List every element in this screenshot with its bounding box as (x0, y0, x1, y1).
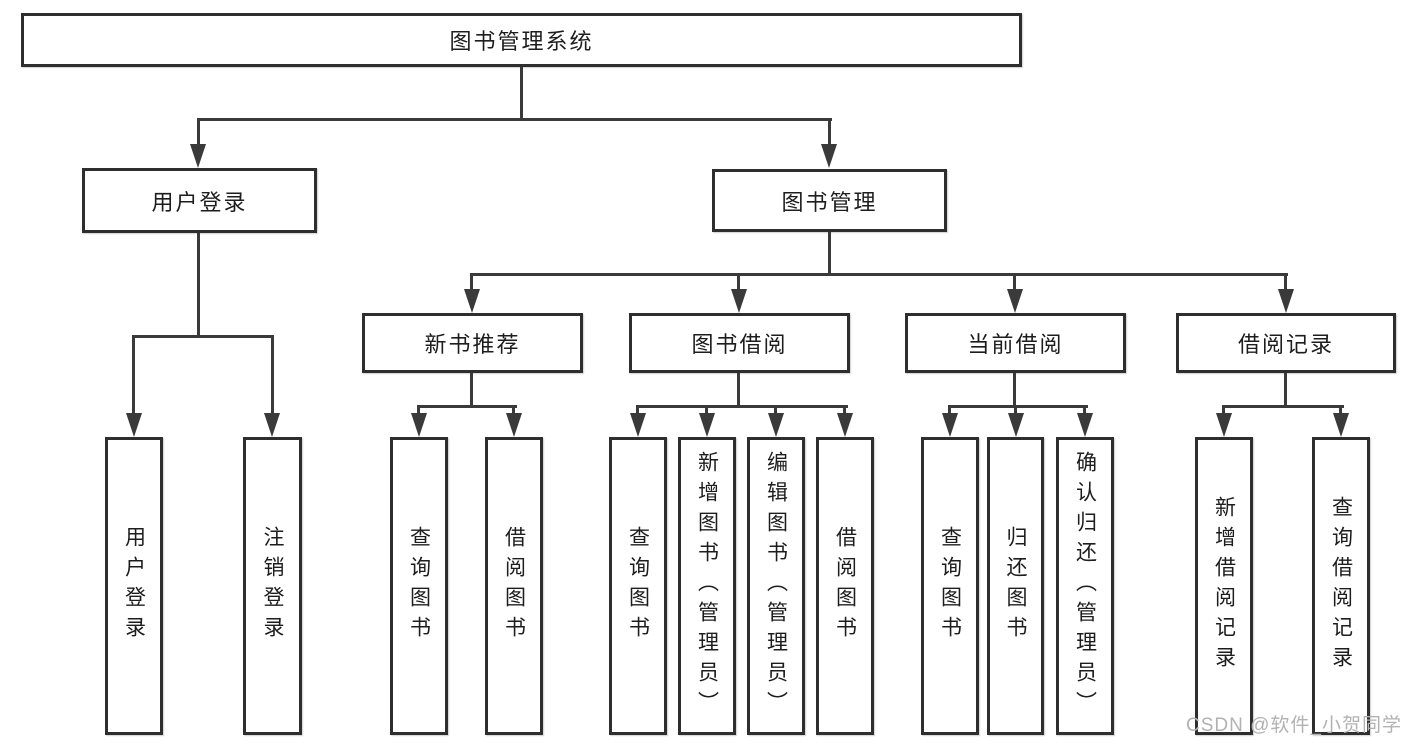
leaf-label: 查询借阅记录 (1329, 496, 1353, 676)
arrow-down-icon (1007, 289, 1023, 313)
arrow-down-icon (1077, 413, 1093, 437)
arrow-down-icon (942, 413, 958, 437)
connector-line (636, 405, 639, 416)
leaf-label: 查询图书 (407, 526, 431, 646)
node-book-borrow: 图书借阅 (629, 313, 850, 373)
node-user-login: 用户登录 (82, 168, 317, 233)
connector-line (417, 405, 420, 416)
arrow-down-icon (411, 413, 427, 437)
arrow-down-icon (837, 413, 853, 437)
arrow-down-icon (768, 413, 784, 437)
connector-line (132, 335, 135, 417)
connector-line (197, 118, 200, 146)
leaf-logout: 注销登录 (243, 437, 302, 735)
connector-line (1013, 373, 1016, 407)
connector-line (636, 405, 848, 408)
arrow-down-icon (190, 144, 206, 168)
connector-line (1013, 273, 1016, 292)
connector-line (470, 373, 473, 407)
leaf-label: 新增图书（管理员） (695, 451, 719, 721)
leaf-return-book: 归还图书 (987, 437, 1044, 735)
connector-line (1222, 405, 1344, 408)
connector-line (132, 335, 274, 338)
leaf-label: 借阅图书 (833, 526, 857, 646)
arrow-down-icon (1008, 413, 1024, 437)
connector-line (705, 405, 708, 416)
node-current-borrow: 当前借阅 (905, 313, 1126, 373)
node-system-root: 图书管理系统 (21, 13, 1022, 67)
leaf-label: 编辑图书（管理员） (764, 451, 788, 721)
connector-line (828, 118, 831, 146)
arrow-down-icon (1216, 413, 1232, 437)
leaf-borrow-books-borrow: 借阅图书 (816, 437, 874, 735)
leaf-add-book-admin: 新增图书（管理员） (678, 437, 736, 735)
arrow-down-icon (1278, 289, 1294, 313)
arrow-down-icon (699, 413, 715, 437)
leaf-label: 新增借阅记录 (1212, 496, 1236, 676)
connector-line (1083, 405, 1086, 416)
connector-line (1339, 405, 1342, 416)
connector-line (948, 405, 951, 416)
leaf-label: 归还图书 (1004, 526, 1027, 646)
connector-line (774, 405, 777, 416)
connector-line (948, 405, 1088, 408)
arrow-down-icon (1333, 413, 1349, 437)
connector-line (417, 405, 517, 408)
node-borrow-records: 借阅记录 (1176, 313, 1396, 373)
leaf-label: 确认归还（管理员） (1073, 451, 1097, 721)
arrow-down-icon (464, 289, 480, 313)
arrow-down-icon (264, 413, 280, 437)
leaf-label: 查询图书 (626, 526, 650, 646)
connector-line (828, 232, 831, 276)
leaf-label: 用户登录 (122, 526, 146, 646)
arrow-down-icon (126, 413, 142, 437)
connector-line (737, 273, 740, 292)
leaf-label: 查询图书 (938, 526, 962, 646)
connector-line (1284, 373, 1287, 407)
leaf-user-login: 用户登录 (105, 437, 163, 735)
node-book-management: 图书管理 (712, 169, 947, 232)
connector-line (1284, 273, 1287, 292)
arrow-down-icon (630, 413, 646, 437)
connector-line (520, 67, 523, 120)
connector-line (1014, 405, 1017, 416)
connector-line (1222, 405, 1225, 416)
leaf-add-borrow-record: 新增借阅记录 (1195, 437, 1253, 735)
leaf-query-borrow-record: 查询借阅记录 (1312, 437, 1370, 735)
arrow-down-icon (821, 144, 837, 168)
leaf-query-books-borrow: 查询图书 (609, 437, 667, 735)
connector-line (737, 373, 740, 407)
connector-line (197, 118, 832, 121)
arrow-down-icon (506, 413, 522, 437)
connector-line (197, 233, 200, 338)
csdn-watermark: CSDN @软件_小贺同学 (1186, 715, 1402, 736)
connector-line (512, 405, 515, 416)
leaf-query-books-recommend: 查询图书 (390, 437, 448, 735)
connector-line (271, 335, 274, 417)
node-new-book-recommend: 新书推荐 (362, 313, 583, 373)
leaf-edit-book-admin: 编辑图书（管理员） (747, 437, 805, 735)
connector-line (843, 405, 846, 416)
leaf-borrow-books-recommend: 借阅图书 (485, 437, 543, 735)
leaf-label: 借阅图书 (502, 526, 526, 646)
connector-line (470, 273, 1288, 276)
leaf-label: 注销登录 (261, 526, 284, 646)
leaf-query-books-current: 查询图书 (921, 437, 979, 735)
leaf-confirm-return-admin: 确认归还（管理员） (1056, 437, 1114, 735)
connector-line (470, 273, 473, 292)
arrow-down-icon (731, 289, 747, 313)
